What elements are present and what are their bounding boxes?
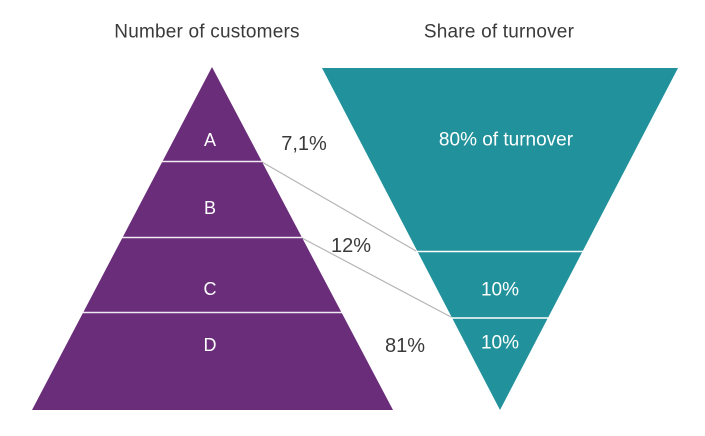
pyramid-segment-label-a: A <box>203 130 217 150</box>
customers-pyramid-shape <box>32 67 393 410</box>
pyramid-segment-label-d: D <box>203 335 217 355</box>
pyramid-segment-label-b: B <box>203 198 217 218</box>
customer-share-label-81: 81% <box>384 335 426 357</box>
customers-pyramid-title: Number of customers <box>114 21 300 43</box>
pyramid-segment-label-c: C <box>203 279 217 299</box>
connector-line-bottom <box>301 237 452 318</box>
turnover-funnel-title: Share of turnover <box>423 21 575 43</box>
customer-share-label-12: 12% <box>330 235 372 257</box>
funnel-segment-label-10-first: 10% <box>480 279 520 301</box>
funnel-segment-label-80: 80% of turnover <box>438 129 574 151</box>
customer-share-label-71: 7,1% <box>281 133 327 155</box>
connector-line-top <box>261 161 417 252</box>
turnover-funnel-shape <box>322 68 678 410</box>
funnel-segment-label-10-second: 10% <box>480 332 520 354</box>
